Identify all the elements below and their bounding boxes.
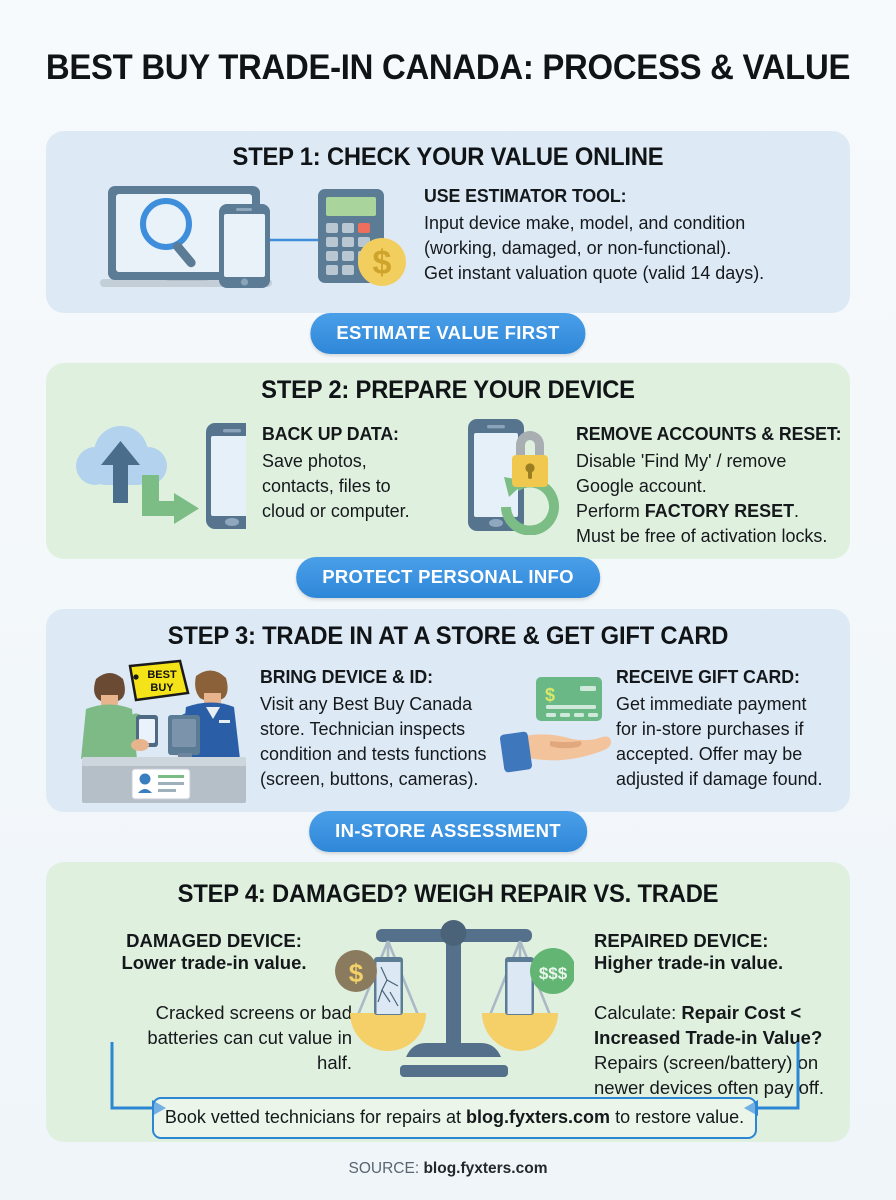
cta-link[interactable]: blog.fyxters.com: [466, 1107, 611, 1127]
repaired-device-title: REPAIRED DEVICE:: [594, 930, 769, 951]
block-line: contacts, files to: [262, 475, 391, 496]
block-line: newer devices often pay off.: [594, 1077, 825, 1098]
svg-text:$: $: [373, 244, 392, 282]
block-line: Get instant valuation quote (valid 14 da…: [424, 262, 765, 283]
block-line: Visit any Best Buy Canada: [260, 693, 473, 714]
block-title: RECEIVE GIFT CARD:: [616, 666, 800, 687]
lock-reset-illustration: [464, 415, 574, 535]
block-title: USE ESTIMATOR TOOL:: [424, 185, 627, 206]
block-line: half.: [317, 1052, 352, 1073]
block-line: Save photos,: [262, 450, 367, 471]
step-2-reset-text-block: REMOVE ACCOUNTS & RESET: Disable 'Find M…: [576, 423, 853, 548]
badge-estimate-value-first[interactable]: ESTIMATE VALUE FIRST: [310, 313, 586, 354]
damaged-device-subtitle: Lower trade-in value.: [121, 952, 307, 973]
block-line: batteries can cut value in: [147, 1027, 352, 1048]
svg-text:$: $: [349, 958, 364, 988]
cloud-backup-illustration: [66, 417, 246, 532]
badge-in-store-assessment[interactable]: IN-STORE ASSESSMENT: [309, 811, 587, 852]
repair-cost-emphasis: Repair Cost <: [681, 1002, 802, 1023]
block-line-factory-reset: Perform FACTORY RESET.: [576, 500, 800, 521]
block-line: for in-store purchases if: [616, 718, 804, 739]
damaged-device-title: DAMAGED DEVICE:: [126, 930, 302, 951]
block-line: Cracked screens or bad: [155, 1002, 352, 1023]
step-3-bring-device-text-block: BRING DEVICE & ID: Visit any Best Buy Ca…: [260, 666, 493, 791]
block-title: BRING DEVICE & ID:: [260, 666, 433, 687]
upload-arrow-icon: [101, 441, 140, 503]
step-4-panel: STEP 4: DAMAGED? WEIGH REPAIR VS. TRADE …: [46, 862, 850, 1142]
step-1-heading: STEP 1: CHECK YOUR VALUE ONLINE: [232, 143, 664, 171]
svg-text:BEST: BEST: [147, 669, 177, 681]
svg-text:$$$: $$$: [539, 964, 568, 983]
block-line: accepted. Offer may be: [616, 743, 803, 764]
gift-card-icon: $: [536, 677, 602, 721]
step-4-damaged-text-block: DAMAGED DEVICE: Lower trade-in value. Cr…: [76, 930, 352, 1075]
block-line: Input device make, model, and condition: [424, 212, 746, 233]
lock-icon: [512, 431, 548, 487]
sync-arrow-icon: [142, 475, 199, 524]
step-2-backup-text-block: BACK UP DATA: Save photos, contacts, fil…: [262, 423, 414, 523]
step-3-panel: STEP 3: TRADE IN AT A STORE & GET GIFT C…: [46, 609, 850, 812]
source-footer: SOURCE: blog.fyxters.com: [0, 1160, 896, 1178]
store-counter-illustration: BEST BUY: [68, 657, 258, 805]
svg-text:BUY: BUY: [150, 682, 174, 694]
id-card-icon: [131, 768, 191, 800]
balance-scale-illustration: $ $$$: [334, 917, 574, 1082]
block-line: store. Technician inspects: [260, 718, 466, 739]
block-line: adjusted if damage found.: [616, 768, 823, 789]
block-title: REMOVE ACCOUNTS & RESET:: [576, 423, 842, 444]
step-1-text-block: USE ESTIMATOR TOOL: Input device make, m…: [424, 185, 775, 285]
block-line: Google account.: [576, 475, 707, 496]
badge-protect-personal-info[interactable]: PROTECT PERSONAL INFO: [296, 557, 600, 598]
calc-line-2: Increased Trade-in Value?: [594, 1025, 854, 1050]
step-2-heading: STEP 2: PREPARE YOUR DEVICE: [261, 376, 635, 404]
block-line: Repairs (screen/battery) on: [594, 1052, 819, 1073]
gift-card-illustration: $: [494, 671, 614, 781]
block-line: condition and tests functions: [260, 743, 487, 764]
cta-book-technicians[interactable]: Book vetted technicians for repairs at b…: [152, 1097, 757, 1139]
source-label: SOURCE:: [348, 1160, 424, 1177]
cta-suffix: to restore value.: [610, 1107, 745, 1127]
svg-text:$: $: [545, 685, 555, 705]
block-line: (working, damaged, or non-functional).: [424, 237, 732, 258]
step-2-panel: STEP 2: PREPARE YOUR DEVICE: [46, 363, 850, 559]
block-line: Must be free of activation locks.: [576, 525, 828, 546]
page-title: BEST BUY TRADE-IN CANADA: PROCESS & VALU…: [45, 48, 851, 87]
best-buy-logo-icon: BEST BUY: [128, 659, 190, 702]
calc-line-1: Calculate: Repair Cost <: [594, 1002, 802, 1023]
block-line: cloud or computer.: [262, 500, 410, 521]
laptop-phone-calculator-illustration: $: [94, 178, 414, 298]
factory-reset-emphasis: FACTORY RESET: [644, 500, 795, 521]
cracked-screen-icon: [377, 966, 399, 1007]
open-hand-icon: [500, 731, 612, 773]
step-3-heading: STEP 3: TRADE IN AT A STORE & GET GIFT C…: [167, 622, 729, 650]
block-title: BACK UP DATA:: [262, 423, 399, 444]
step-1-panel: STEP 1: CHECK YOUR VALUE ONLINE: [46, 131, 850, 313]
step-4-repaired-text-block: REPAIRED DEVICE: Higher trade-in value. …: [594, 930, 854, 1100]
cta-prefix: Book vetted technicians for repairs at: [164, 1107, 467, 1127]
step-3-gift-card-text-block: RECEIVE GIFT CARD: Get immediate payment…: [616, 666, 829, 791]
step-4-heading: STEP 4: DAMAGED? WEIGH REPAIR VS. TRADE: [177, 880, 719, 908]
block-line: Get immediate payment: [616, 693, 807, 714]
block-line: (screen, buttons, cameras).: [260, 768, 479, 789]
repaired-device-subtitle: Higher trade-in value.: [594, 952, 784, 973]
source-value: blog.fyxters.com: [423, 1160, 548, 1177]
increased-value-emphasis: Increased Trade-in Value?: [594, 1027, 823, 1048]
block-line: Disable 'Find My' / remove: [576, 450, 787, 471]
